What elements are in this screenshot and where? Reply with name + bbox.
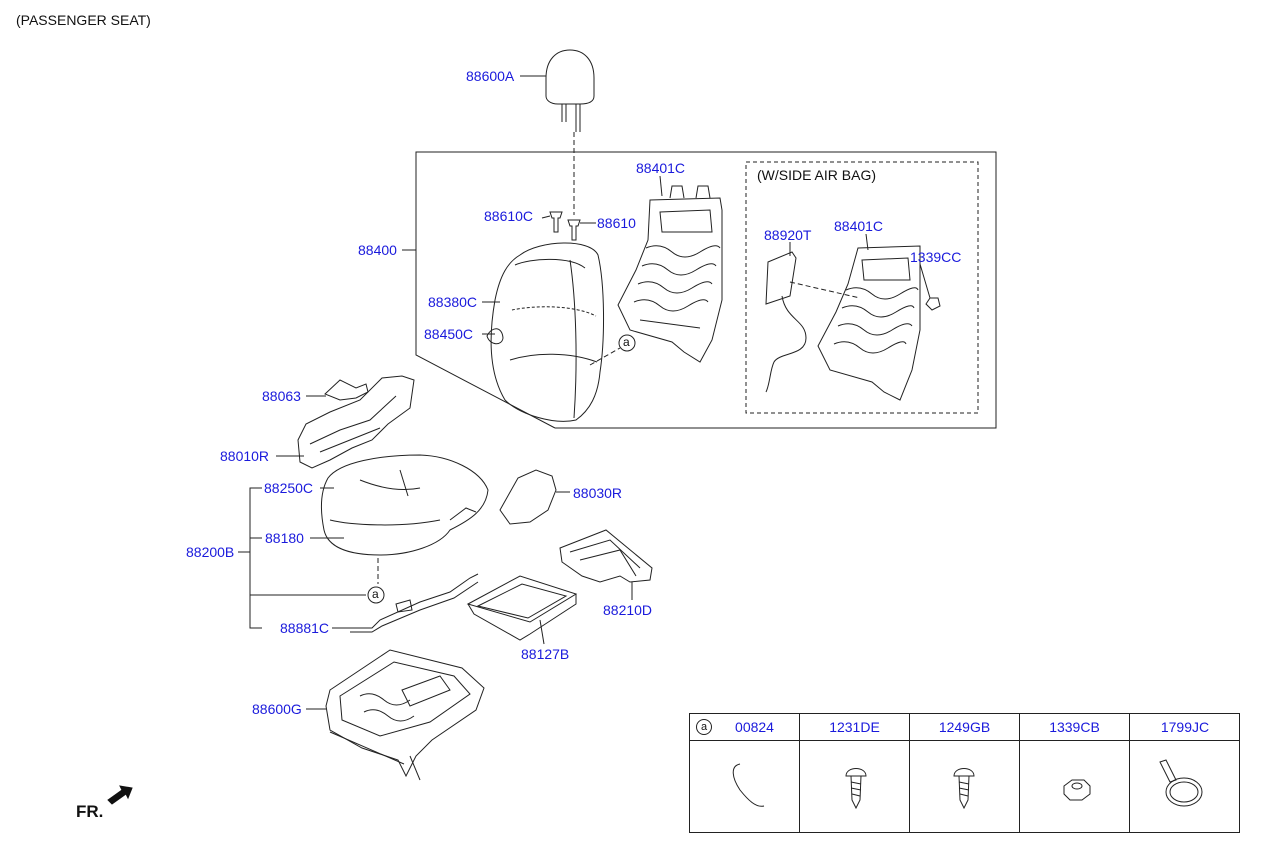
legend-divider [1129,714,1130,832]
part-label-guide[interactable]: 88610 [597,215,636,231]
part-label-seat-track[interactable]: 88600G [252,701,302,717]
front-arrow-icon [107,785,133,805]
part-label-inner-shield[interactable]: 88030R [573,485,623,501]
part-label-cushion-assy[interactable]: 88200B [186,544,235,560]
cushion-frame-drawing [559,529,653,600]
legend-header [690,714,1239,741]
diagram-title: (PASSENGER SEAT) [16,12,151,28]
seat-back-frame-drawing [617,185,723,363]
hex-nut-icon [1063,779,1091,801]
legend-marker: a [696,719,712,735]
part-label-cushion-pad[interactable]: 88180 [265,530,304,546]
part-label-back-cover-sub[interactable]: 88450C [424,326,474,342]
legend-part-00824[interactable]: 00824 [735,719,774,735]
leader-lines [238,75,931,710]
mat-sensor-drawing [350,573,479,633]
part-label-tray[interactable]: 88127B [521,646,570,662]
legend-divider [1019,714,1020,832]
part-label-shield-small[interactable]: 88063 [262,388,301,404]
headrest-drawing [545,49,595,215]
part-label-outer-shield[interactable]: 88010R [220,448,270,464]
side-airbag-title: (W/SIDE AIR BAG) [757,167,877,183]
callout-marker-cushion: a [372,587,379,601]
part-label-nut[interactable]: 1339CC [910,249,962,265]
airbag-module-drawing [765,251,861,393]
part-label-guide-lock[interactable]: 88610C [484,208,534,224]
tray-drawing [466,575,578,641]
fastener-legend: a 00824 1231DE 1249GB 1339CB 1799JC [689,713,1240,833]
seat-cushion-drawing [320,454,489,584]
part-label-airbag-module[interactable]: 88920T [764,227,812,243]
part-label-cushion-frame[interactable]: 88210D [603,602,653,618]
seat-back-bracket [415,151,997,429]
seat-track-drawing [325,649,485,781]
legend-part-1339cb[interactable]: 1339CB [1049,719,1100,735]
part-label-airbag-frame[interactable]: 88401C [834,218,884,234]
outer-shield-drawing [297,375,415,469]
part-label-back-frame[interactable]: 88401C [636,160,686,176]
part-label-mat-sensor[interactable]: 88881C [280,620,330,636]
guide-drawing [549,211,581,241]
callout-circle-cushion [367,586,385,604]
legend-part-1231de[interactable]: 1231DE [829,719,880,735]
airbag-frame-drawing [817,245,941,401]
cable-tie-icon [1159,759,1203,807]
callout-circle-back [618,334,636,352]
part-label-cushion-cover[interactable]: 88250C [264,480,314,496]
callout-marker-back: a [623,335,630,349]
part-label-back-assy[interactable]: 88400 [358,242,397,258]
screw-icon [845,768,867,810]
legend-icons [732,759,1203,810]
tapping-screw-icon [953,768,975,810]
front-indicator: FR. [76,802,104,821]
side-airbag-box [745,161,979,414]
part-label-headrest[interactable]: 88600A [466,68,515,84]
wire-clip-icon [732,763,765,807]
inner-shield-drawing [499,469,557,525]
legend-part-1249gb[interactable]: 1249GB [938,719,991,735]
legend-part-1799jc[interactable]: 1799JC [1160,719,1210,735]
legend-divider [799,714,800,832]
legend-divider [909,714,910,832]
shield-small-drawing [324,379,369,401]
part-label-back-cover[interactable]: 88380C [428,294,478,310]
seat-back-cover-drawing [486,242,621,422]
